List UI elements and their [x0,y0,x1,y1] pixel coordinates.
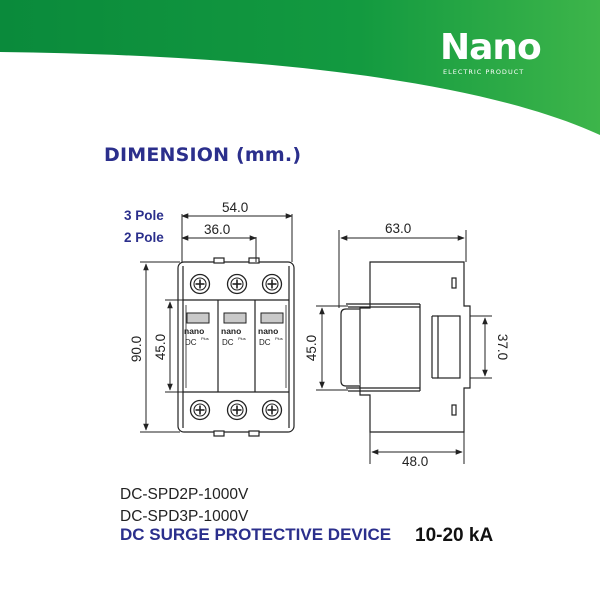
product-description: DC SURGE PROTECTIVE DEVICE [120,525,392,544]
dim-height-body: 45.0 [153,334,168,360]
module-brand-sub-3: Plus [275,336,283,341]
dim-depth-total: 63.0 [385,221,411,236]
terminal-screws-bottom [189,399,283,421]
label-3-pole: 3 Pole [124,208,164,223]
label-2-pole: 2 Pole [124,230,164,245]
module-label-2: DC [222,338,234,347]
brand-logo: Nano ELECTRIC PRODUCT [440,28,570,78]
dim-width-2pole: 36.0 [204,222,230,237]
side-dimension-labels: 63.0 45.0 37.0 48.0 [304,221,510,469]
model-number-3p: DC-SPD3P-1000V [120,508,249,525]
front-view [177,257,295,437]
dim-height-front: 45.0 [304,335,319,361]
brand-name: Nano [440,27,542,68]
current-rating: 10-20 kA [415,525,494,546]
indicator-windows [186,312,284,324]
terminal-screws-top [189,273,283,295]
module-brand-2: nano [221,326,241,336]
module-brand-3: nano [258,326,278,336]
dim-height-rail: 37.0 [495,334,510,360]
front-dimensions [140,213,293,433]
module-label-3: DC [259,338,271,347]
header-banner [0,0,600,135]
side-dimensions [316,230,492,464]
module-brand-sub-2: Plus [238,336,246,341]
module-label-1: DC [185,338,197,347]
dim-depth-base: 48.0 [402,454,428,469]
module-labels: nano nano nano Plus Plus Plus DC DC DC [184,326,283,347]
dim-height-total: 90.0 [129,336,144,362]
side-view [340,261,471,433]
model-number-2p: DC-SPD2P-1000V [120,486,249,503]
front-dimension-labels: 3 Pole 2 Pole 54.0 36.0 90.0 45.0 [124,200,248,362]
module-brand-sub-1: Plus [201,336,209,341]
module-brand-1: nano [184,326,204,336]
page-title: DIMENSION (mm.) [104,144,302,166]
dim-width-3pole: 54.0 [222,200,248,215]
brand-tagline: ELECTRIC PRODUCT [443,68,525,76]
